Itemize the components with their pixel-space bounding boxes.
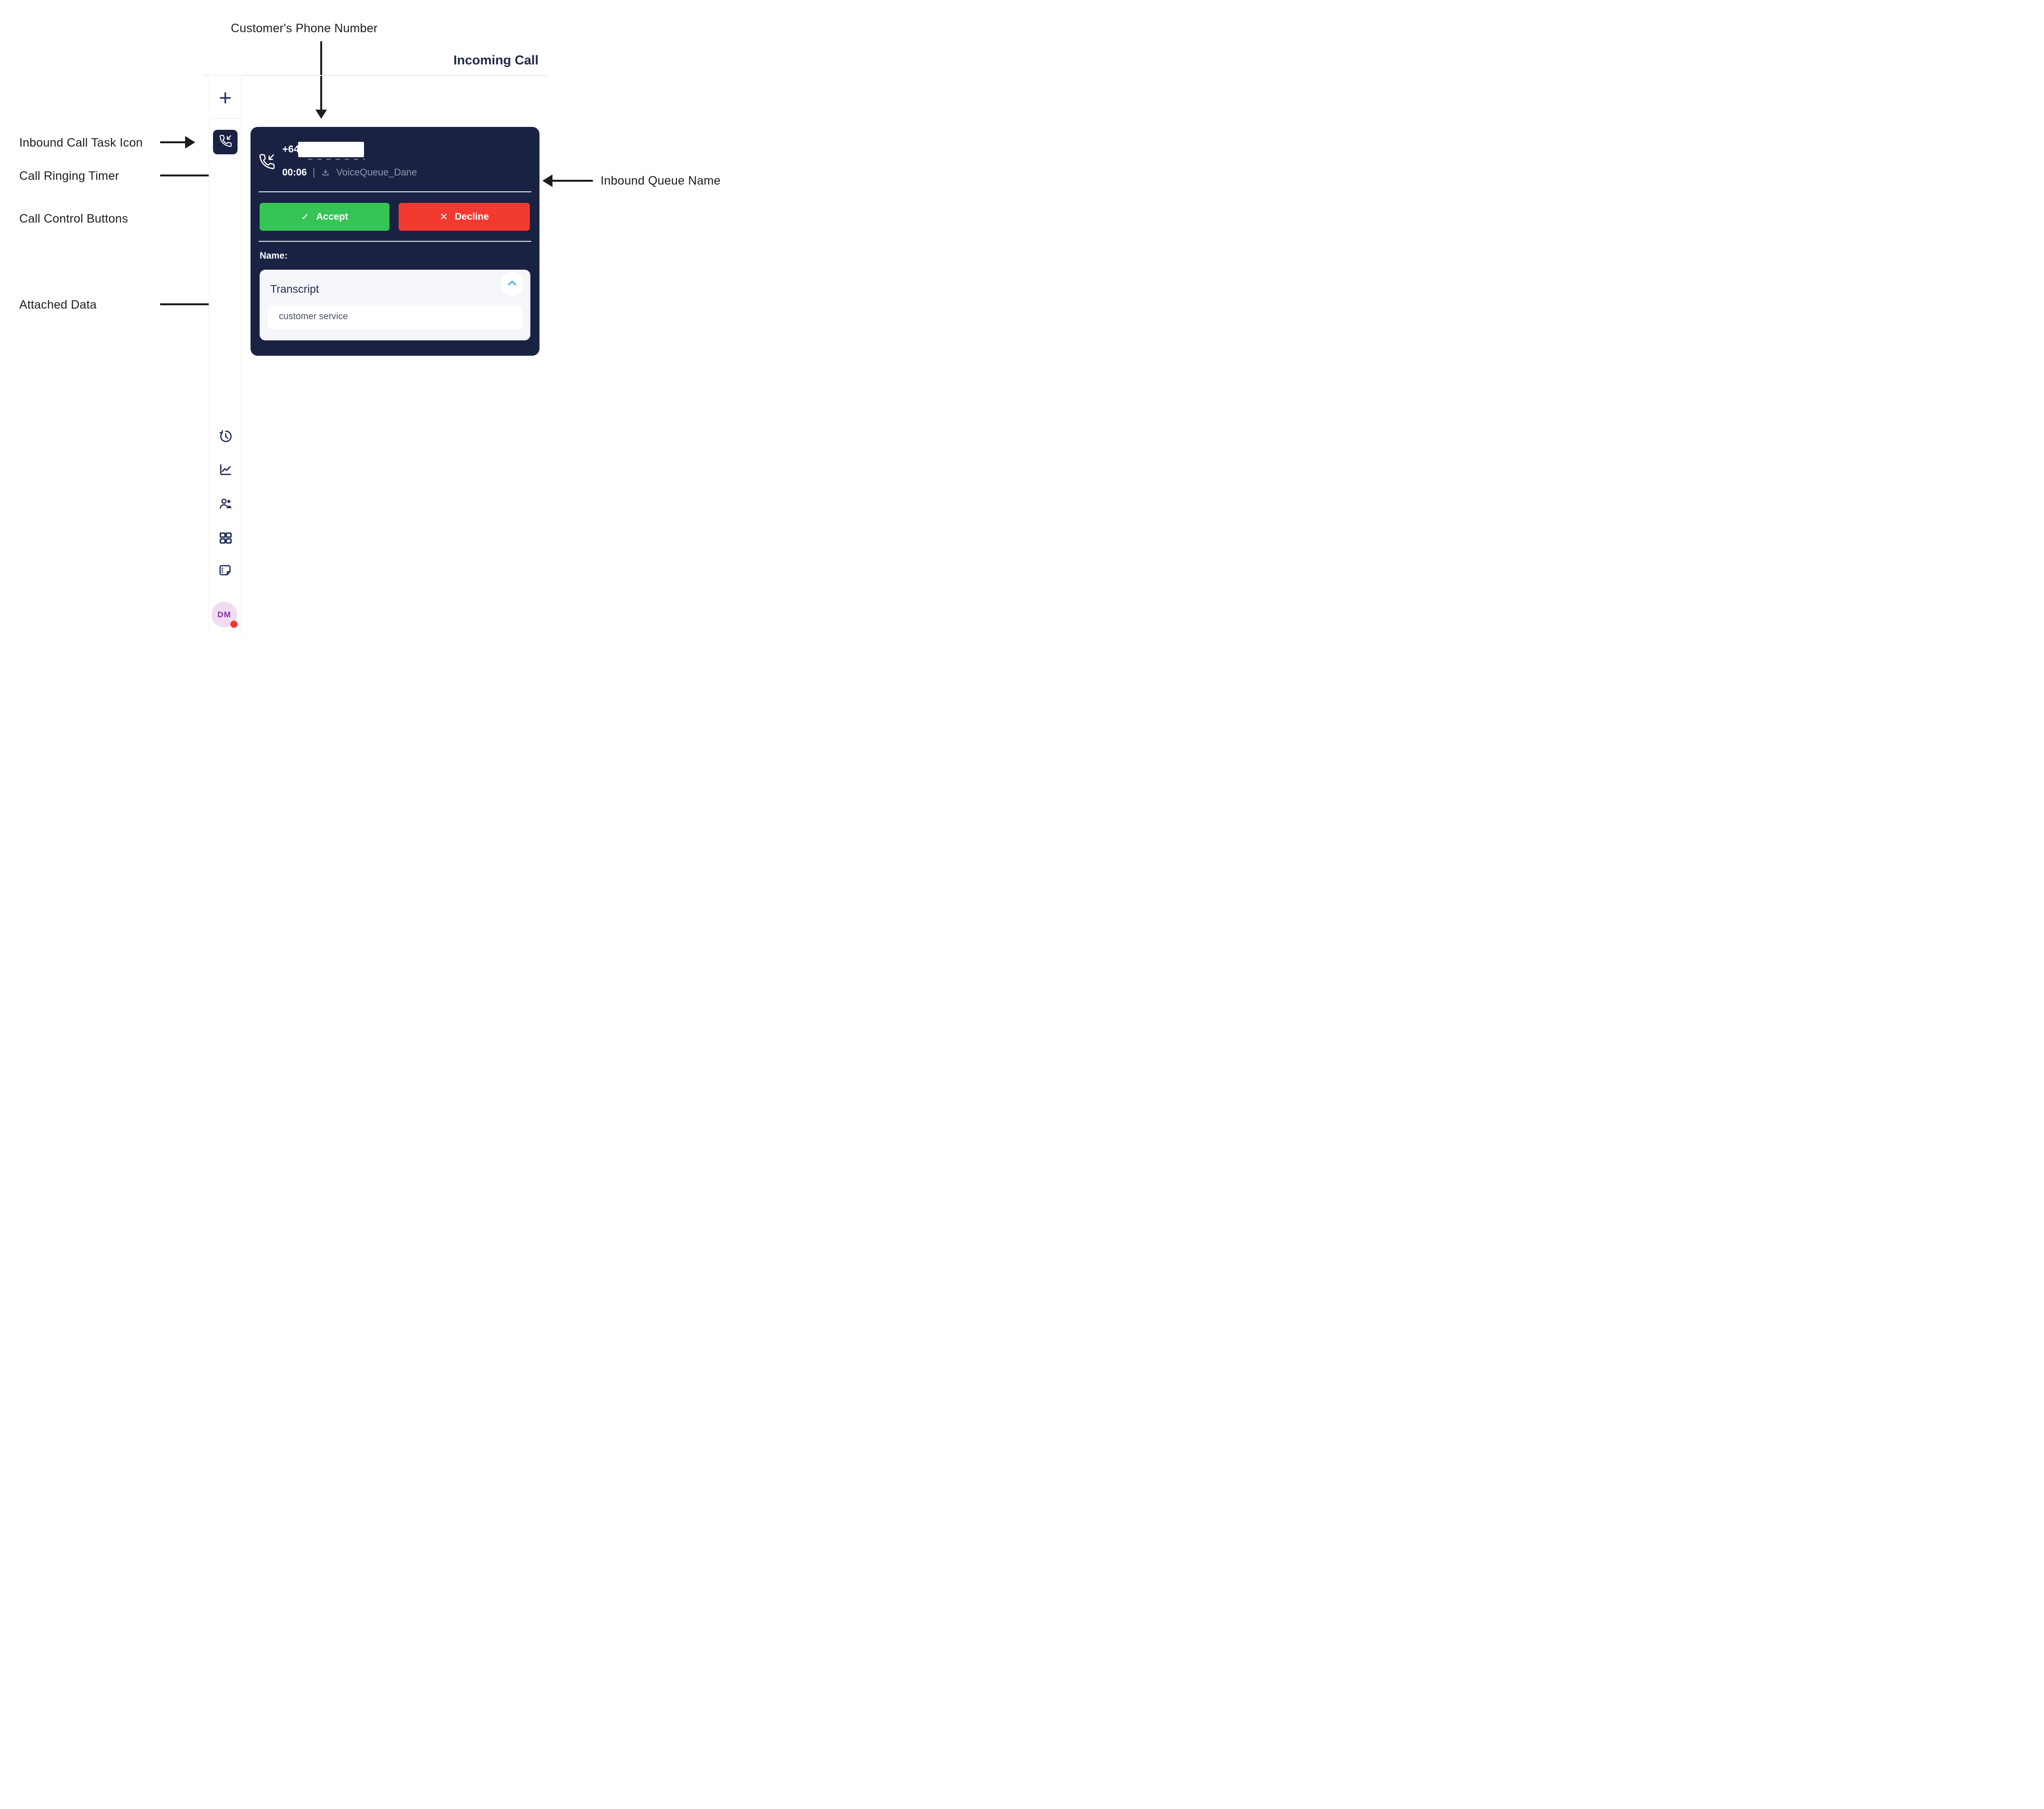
- presence-status-dot: [230, 621, 238, 628]
- card-divider-bottom: [259, 241, 531, 242]
- header-divider: [204, 75, 547, 76]
- annotation-customer-phone: Customer's Phone Number: [231, 22, 378, 35]
- notes-icon: [218, 563, 233, 581]
- incoming-call-card: +64 00:06 | VoiceQueue_Dane ✓ Accept ✕ D…: [251, 127, 539, 356]
- nav-history-button[interactable]: [217, 429, 234, 445]
- check-icon: ✓: [301, 211, 310, 223]
- accept-button[interactable]: ✓ Accept: [260, 203, 389, 231]
- attached-data-value: customer service: [279, 312, 348, 322]
- decline-label: Decline: [454, 211, 489, 222]
- attached-data-value-field[interactable]: customer service: [268, 305, 522, 329]
- meta-divider: |: [313, 167, 315, 178]
- sidebar-divider: [210, 118, 240, 119]
- annotation-queue-name: Inbound Queue Name: [601, 174, 721, 187]
- incoming-phone-icon: [258, 152, 276, 173]
- customer-phone-number: +64: [282, 144, 300, 155]
- inbound-call-task-button[interactable]: [213, 130, 238, 154]
- apps-grid-icon: [218, 530, 233, 548]
- page-title: Incoming Call: [453, 53, 539, 67]
- accept-label: Accept: [316, 211, 349, 222]
- annotation-call-controls: Call Control Buttons: [19, 212, 128, 225]
- card-divider-top: [259, 191, 531, 192]
- history-icon: [218, 428, 233, 446]
- call-meta-row: 00:06 | VoiceQueue_Dane: [282, 167, 417, 178]
- ringing-timer: 00:06: [282, 167, 307, 178]
- task-sidebar: +: [209, 75, 242, 635]
- redacted-digits: [308, 159, 365, 160]
- attached-data-title: Transcript: [270, 283, 319, 295]
- annotated-screenshot: Customer's Phone Number Inbound Call Tas…: [0, 0, 754, 667]
- chevron-up-icon: [505, 276, 519, 293]
- nav-apps-button[interactable]: [217, 531, 234, 547]
- annotation-inbound-task: Inbound Call Task Icon: [19, 136, 143, 150]
- contacts-icon: [218, 496, 233, 514]
- annotation-attached-data: Attached Data: [19, 298, 97, 312]
- plus-icon: +: [219, 85, 232, 110]
- attached-data-panel: Transcript customer service: [260, 270, 530, 340]
- nav-notes-button[interactable]: [217, 563, 234, 580]
- x-icon: ✕: [439, 211, 448, 223]
- annotation-ringing-timer: Call Ringing Timer: [19, 169, 119, 183]
- phone-number-redaction: [298, 142, 364, 157]
- decline-button[interactable]: ✕ Decline: [399, 203, 530, 231]
- inbound-call-icon: [218, 134, 233, 150]
- nav-insights-button[interactable]: [217, 462, 234, 479]
- nav-contacts-button[interactable]: [217, 497, 234, 513]
- queue-download-icon: [321, 168, 330, 178]
- inbound-queue-name: VoiceQueue_Dane: [336, 167, 417, 178]
- avatar-initials: DM: [217, 610, 231, 619]
- insights-chart-icon: [218, 462, 233, 480]
- name-label: Name:: [260, 251, 288, 261]
- collapse-toggle[interactable]: [501, 273, 524, 296]
- add-task-button[interactable]: +: [209, 84, 241, 111]
